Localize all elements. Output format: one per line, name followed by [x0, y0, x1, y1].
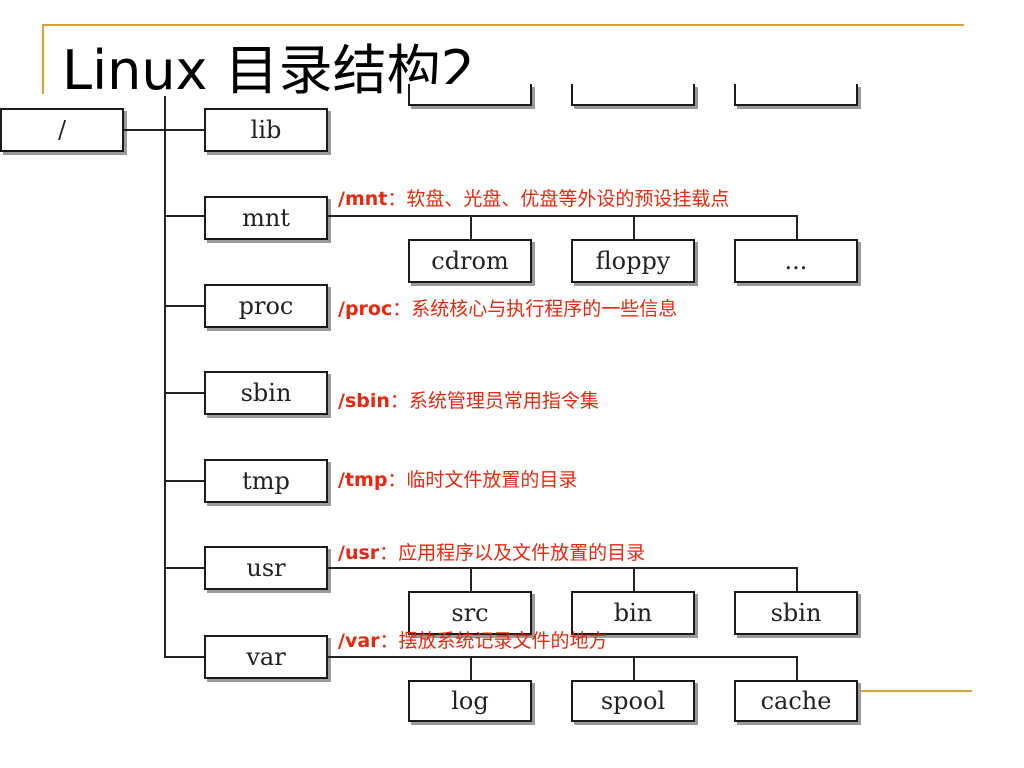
branch-sbin — [164, 392, 206, 394]
connector-mnt-h — [328, 215, 798, 217]
annotation-sbin: /sbin：系统管理员常用指令集 — [338, 386, 599, 413]
accent-line-top — [42, 24, 964, 26]
annotation-usr: /usr：应用程序以及文件放置的目录 — [338, 538, 645, 565]
annotation-var-key: /var — [338, 630, 380, 652]
connector-mnt-more — [796, 215, 798, 239]
accent-line-left — [42, 24, 44, 94]
annotation-mnt-text: ：软盘、光盘、优盘等外设的预设挂载点 — [387, 188, 730, 210]
branch-proc — [164, 305, 206, 307]
annotation-var-text: ：摆放系统记录文件的地方 — [379, 630, 608, 652]
node-var: var — [204, 635, 328, 679]
annotation-usr-key: /usr — [338, 542, 380, 564]
annotation-tmp-key: /tmp — [338, 469, 388, 491]
node-lib: lib — [204, 108, 328, 152]
annotation-sbin-text: ：系统管理员常用指令集 — [389, 390, 599, 412]
annotation-var: /var：摆放系统记录文件的地方 — [338, 626, 608, 653]
connector-usr-bin — [633, 567, 635, 591]
node-top-1 — [408, 84, 532, 106]
connector-var-spool — [633, 656, 635, 680]
annotation-proc-key: /proc — [338, 298, 393, 320]
node-root: / — [0, 108, 124, 152]
connector-usr-h — [328, 567, 798, 569]
branch-lib — [164, 129, 206, 131]
connector-var-cache — [796, 656, 798, 680]
connector-var-log — [470, 656, 472, 680]
node-proc: proc — [204, 284, 328, 328]
node-mnt-floppy: floppy — [571, 239, 695, 283]
node-var-log: log — [408, 680, 532, 722]
node-usr-sbin: sbin — [734, 591, 858, 635]
node-usr-bin: bin — [571, 591, 695, 635]
annotation-mnt: /mnt：软盘、光盘、优盘等外设的预设挂载点 — [338, 184, 729, 211]
annotation-mnt-key: /mnt — [338, 188, 388, 210]
accent-line-bottom — [860, 690, 972, 692]
node-usr: usr — [204, 546, 328, 590]
connector-trunk — [164, 96, 166, 658]
node-sbin: sbin — [204, 371, 328, 415]
node-tmp: tmp — [204, 459, 328, 503]
node-top-2 — [571, 84, 695, 106]
connector-var-h — [328, 656, 798, 658]
slide-title: Linux 目录结构2 — [62, 39, 476, 102]
annotation-proc-text: ：系统核心与执行程序的一些信息 — [392, 298, 678, 320]
connector-usr-src — [470, 567, 472, 591]
node-mnt-more: ... — [734, 239, 858, 283]
branch-tmp — [164, 480, 206, 482]
connector-root — [124, 129, 164, 131]
node-mnt: mnt — [204, 196, 328, 240]
annotation-tmp-text: ：临时文件放置的目录 — [387, 469, 578, 491]
annotation-usr-text: ：应用程序以及文件放置的目录 — [379, 542, 646, 564]
annotation-tmp: /tmp：临时文件放置的目录 — [338, 465, 577, 492]
branch-var — [164, 656, 206, 658]
connector-mnt-cdrom — [470, 215, 472, 239]
branch-mnt — [164, 215, 206, 217]
node-var-spool: spool — [571, 680, 695, 722]
node-usr-src: src — [408, 591, 532, 635]
connector-mnt-floppy — [633, 215, 635, 239]
branch-usr — [164, 567, 206, 569]
node-top-3 — [734, 84, 858, 106]
annotation-sbin-key: /sbin — [338, 390, 390, 412]
node-mnt-cdrom: cdrom — [408, 239, 532, 283]
annotation-proc: /proc：系统核心与执行程序的一些信息 — [338, 294, 677, 321]
connector-usr-sbin — [796, 567, 798, 591]
node-var-cache: cache — [734, 680, 858, 722]
